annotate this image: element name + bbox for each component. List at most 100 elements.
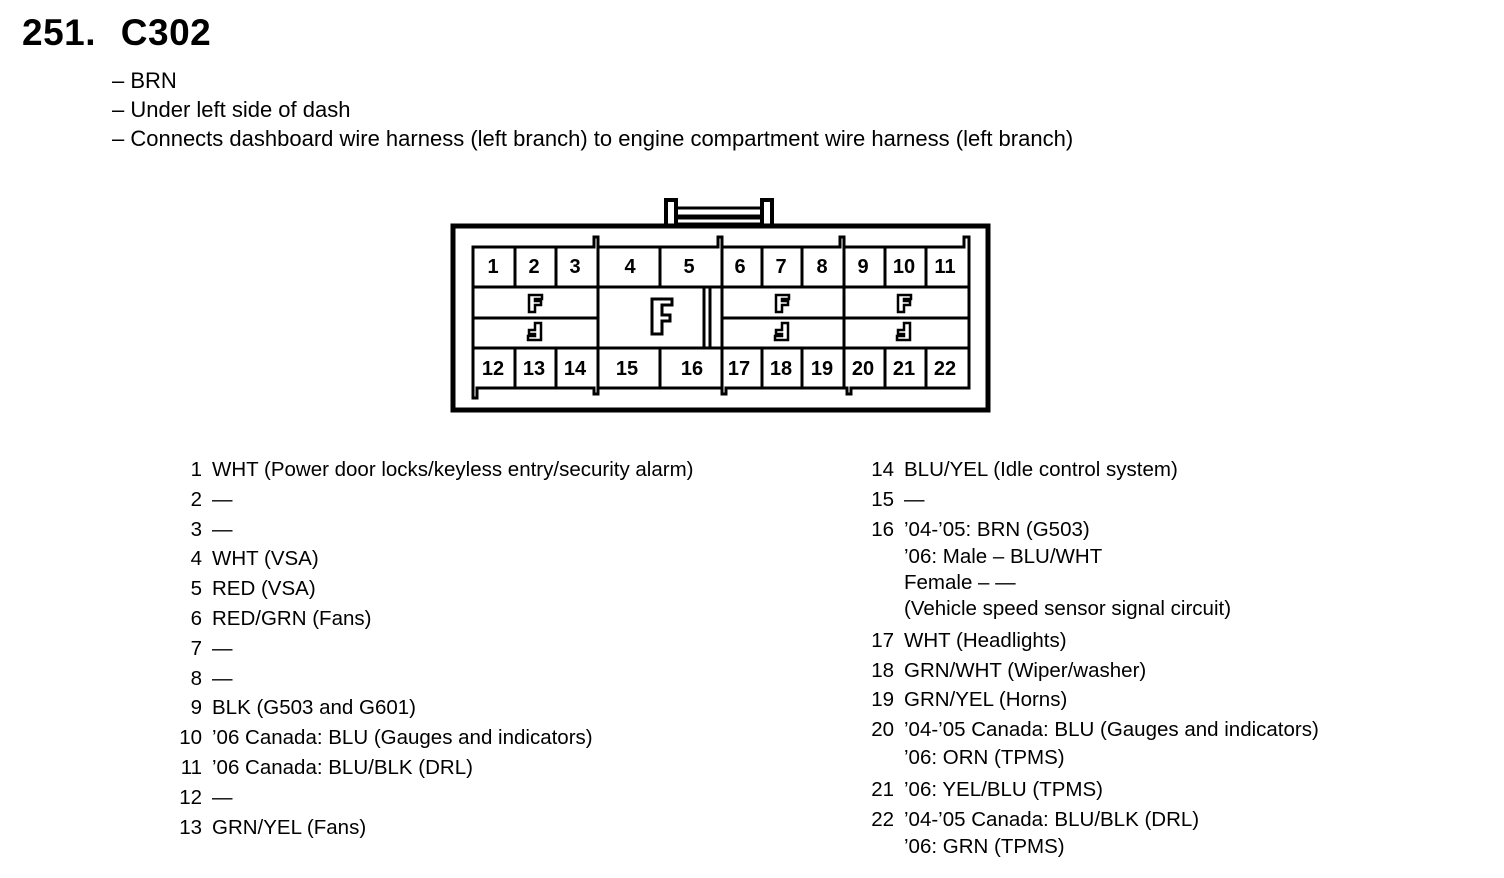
pin-description: ’04-’05 Canada: BLU (Gauges and indicato…	[904, 718, 1319, 742]
pin-description: ’06: YEL/BLU (TPMS)	[904, 777, 1103, 801]
pin-label: 18	[770, 358, 792, 380]
pin-number: 20	[871, 718, 894, 742]
pin-description: —	[212, 517, 233, 541]
connector-id: C302	[120, 12, 212, 53]
pin-number: 21	[871, 777, 894, 801]
pin-row: 7—	[170, 634, 694, 664]
pin-label: 12	[482, 358, 504, 380]
pin-description: —	[212, 666, 233, 690]
pin-description: —	[904, 487, 925, 511]
pin-row: 22 ’04-’05 Canada: BLU/BLK (DRL) ’06: GR…	[862, 805, 1319, 861]
pin-number: 11	[180, 755, 202, 779]
pin-row: 21 ’06: YEL/BLU (TPMS)	[862, 775, 1319, 805]
pin-row: 1 WHT (Power door locks/keyless entry/sec…	[170, 455, 694, 485]
pin-row: 18 GRN/WHT (Wiper/washer)	[862, 656, 1319, 686]
pin-number: 9	[190, 696, 202, 720]
pin-description: GRN/WHT (Wiper/washer)	[904, 658, 1147, 682]
pin-row: 15 —	[862, 485, 1319, 515]
pin-row: 3—	[170, 515, 694, 545]
connector-face-diagram: 1 2 3 4 5 6 7 8 9 10 11 12 13 14 15 16 1…	[440, 188, 1000, 425]
pin-row: 19 GRN/YEL (Horns)	[862, 685, 1319, 715]
pin-description: WHT (Headlights)	[904, 628, 1067, 652]
pin-number: 4	[190, 547, 202, 571]
pin-description: WHT (Power door locks/keyless entry/secu…	[212, 458, 694, 481]
pin-label: 22	[934, 358, 956, 380]
pin-number: 18	[871, 658, 894, 682]
pin-row: 2—	[170, 485, 694, 515]
pin-description: WHT (VSA)	[212, 547, 319, 571]
pin-label: 9	[857, 256, 868, 278]
pin-description: GRN/YEL (Horns)	[904, 688, 1068, 712]
pin-list-right: 14 BLU/YEL (Idle control system) 15 — 16 ’…	[862, 455, 1319, 860]
pin-description: ’06 Canada: BLU (Gauges and indicators)	[212, 726, 593, 750]
pin-row: 17 WHT (Headlights)	[862, 626, 1319, 656]
pin-label: 19	[811, 358, 833, 380]
pin-number: 17	[871, 628, 894, 652]
pin-number: 13	[179, 815, 202, 839]
pin-label: 5	[683, 256, 694, 278]
pin-description: RED (VSA)	[212, 577, 316, 601]
connector-title: 251. C302	[22, 12, 225, 54]
pin-row: 20 ’04-’05 Canada: BLU (Gauges and indic…	[862, 715, 1319, 771]
pin-description: —	[212, 636, 233, 660]
pin-label: 7	[775, 256, 786, 278]
pin-label: 17	[728, 358, 750, 380]
pin-label: 8	[816, 256, 827, 278]
pin-description: Female – —	[904, 571, 1016, 595]
pin-description: (Vehicle speed sensor signal circuit)	[904, 596, 1232, 620]
pin-number: 15	[871, 487, 894, 511]
pin-row: 8—	[170, 664, 694, 694]
pin-description: ’04-’05: BRN (G503)	[904, 517, 1090, 541]
pin-label: 2	[528, 256, 539, 278]
pin-number: 22	[871, 807, 894, 831]
pin-description: BLK (G503 and G601)	[212, 696, 416, 720]
pin-number: 10	[179, 726, 202, 750]
pin-number: 16	[871, 517, 894, 541]
pin-row: 16 ’04-’05: BRN (G503) ’06: Male – BLU/W…	[862, 515, 1319, 622]
pin-label: 13	[523, 358, 545, 380]
pin-description: BLU/YEL (Idle control system)	[904, 458, 1178, 481]
pin-number: 14	[871, 458, 894, 481]
pin-number: 1	[190, 458, 202, 481]
pin-description: ’06 Canada: BLU/BLK (DRL)	[212, 755, 473, 779]
pin-label: 10	[893, 256, 915, 278]
connector-description: – BRN – Under left side of dash – Connec…	[112, 66, 1073, 153]
pin-number: 19	[871, 688, 894, 712]
pin-label: 11	[934, 256, 955, 278]
pin-label: 15	[616, 358, 638, 380]
location-note: – Under left side of dash	[112, 97, 351, 122]
pin-row: 4 WHT (VSA)	[170, 544, 694, 574]
pin-list-left: 1 WHT (Power door locks/keyless entry/sec…	[170, 455, 694, 843]
connector-number: 251.	[22, 12, 97, 53]
pin-description: RED/GRN (Fans)	[212, 606, 372, 630]
color-note: – BRN	[112, 68, 177, 93]
pin-number: 12	[179, 785, 202, 809]
pin-row: 10 ’06 Canada: BLU (Gauges and indicators…	[170, 723, 694, 753]
pin-number: 3	[190, 517, 202, 541]
pin-row: 5 RED (VSA)	[170, 574, 694, 604]
pin-label: 20	[852, 358, 874, 380]
pin-description: ’06: Male – BLU/WHT	[904, 545, 1103, 569]
pin-description: —	[212, 785, 233, 809]
pin-label: 21	[893, 358, 915, 380]
pin-row: 14 BLU/YEL (Idle control system)	[862, 455, 1319, 485]
pin-number: 8	[190, 666, 202, 690]
pin-number: 2	[190, 487, 202, 511]
pin-description: ’06: ORN (TPMS)	[904, 745, 1065, 769]
pin-label: 16	[681, 358, 703, 380]
pin-label: 1	[487, 256, 498, 278]
pin-description: ’04-’05 Canada: BLU/BLK (DRL)	[904, 807, 1200, 831]
pin-row: 12 —	[170, 783, 694, 813]
pin-row: 13 GRN/YEL (Fans)	[170, 813, 694, 843]
pin-description: GRN/YEL (Fans)	[212, 815, 367, 839]
pin-number: 5	[190, 577, 202, 601]
pin-row: 11 ’06 Canada: BLU/BLK (DRL)	[170, 753, 694, 783]
pin-number: 6	[190, 606, 202, 630]
pin-label: 4	[624, 256, 636, 278]
connection-note: – Connects dashboard wire harness (left …	[112, 126, 1074, 151]
pin-row: 6 RED/GRN (Fans)	[170, 604, 694, 634]
pin-row: 9 BLK (G503 and G601)	[170, 693, 694, 723]
pin-label: 6	[734, 256, 745, 278]
connector-svg: 1 2 3 4 5 6 7 8 9 10 11 12 13 14 15 16 1…	[450, 198, 991, 413]
pin-label: 3	[569, 256, 580, 278]
